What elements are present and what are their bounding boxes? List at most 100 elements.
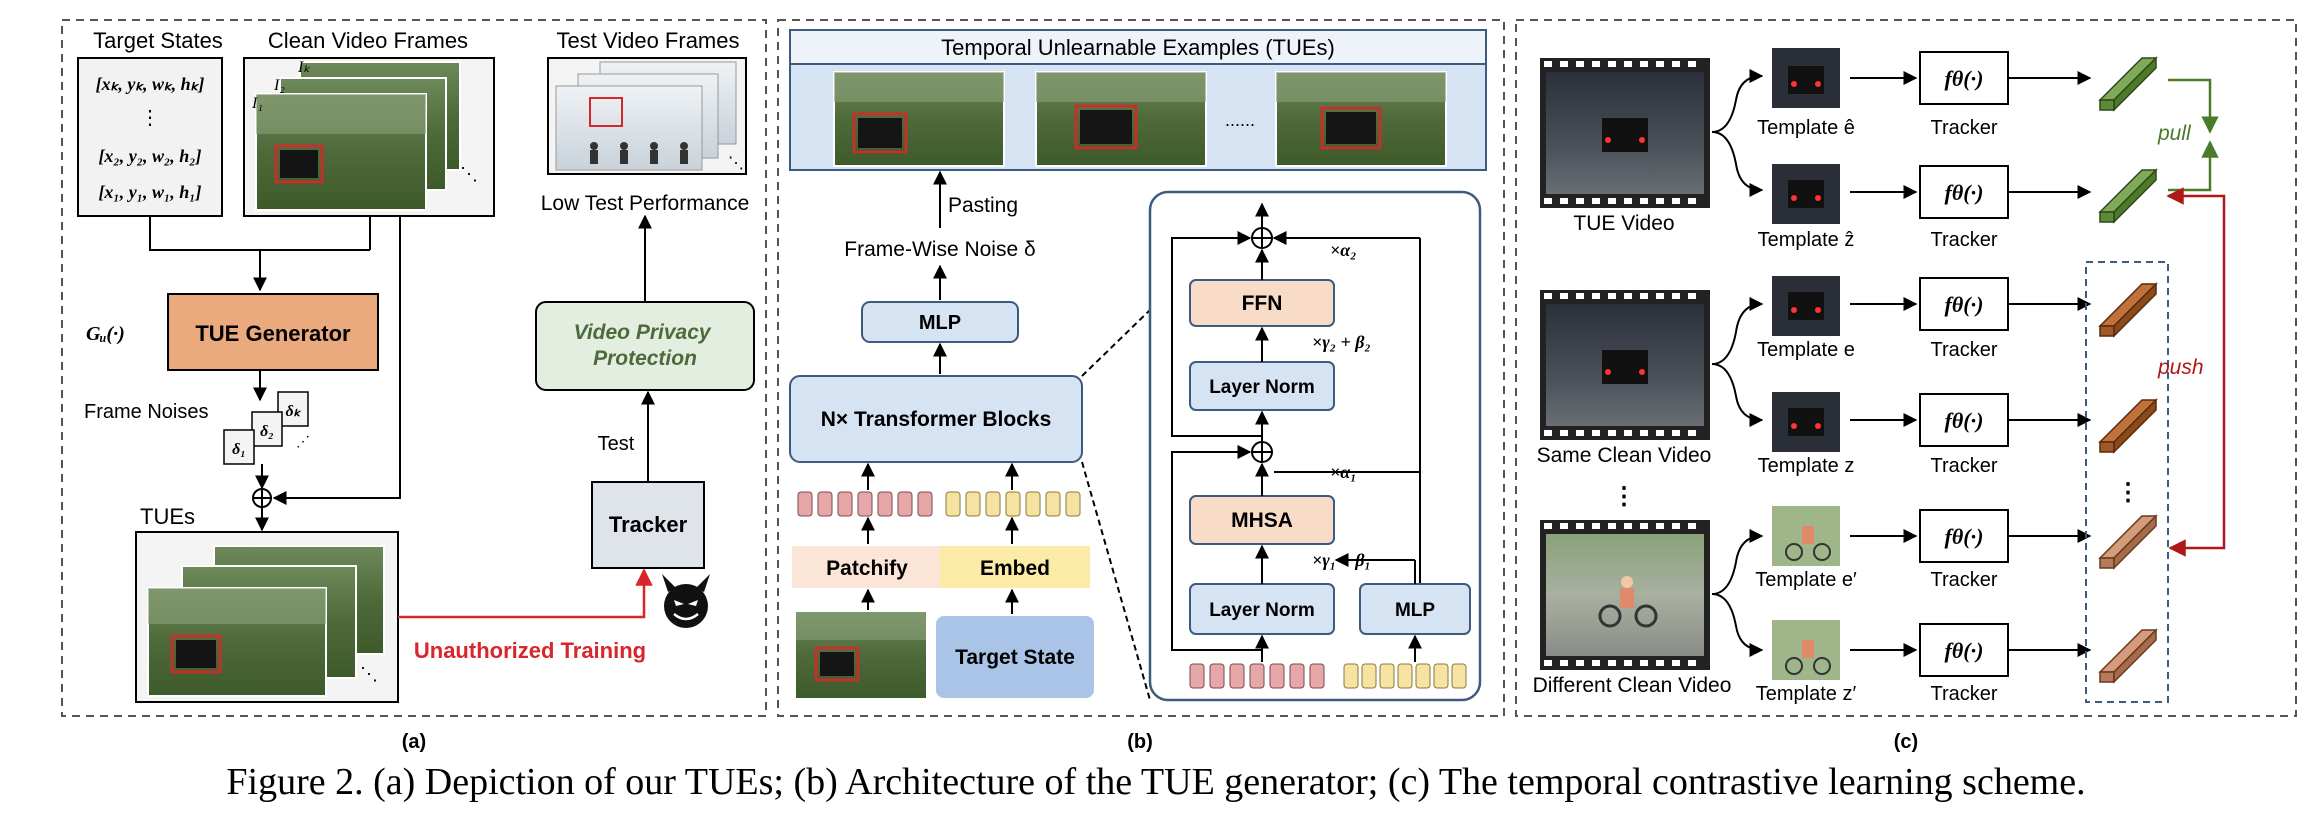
- detail-token-row-pink: [1189, 663, 1325, 689]
- token-row-pink: [797, 491, 933, 517]
- tracker-label-c3: Tracker: [1930, 339, 1997, 361]
- target-state-label: Target State: [955, 646, 1075, 669]
- caption-c: (c): [1894, 731, 1918, 753]
- token-row-yellow: [945, 491, 1081, 517]
- tracker-label-c5: Tracker: [1930, 569, 1997, 591]
- generator-fn-label: Gᵤ(·): [86, 323, 125, 345]
- privacy-label-line1: Video Privacy: [574, 321, 712, 344]
- frames-bypass-line: [272, 216, 401, 505]
- mhsa-label: MHSA: [1231, 509, 1293, 532]
- tracker-label-c2: Tracker: [1930, 229, 1997, 251]
- tracker-fn-1: fθ(·): [1945, 66, 1984, 91]
- tracker-label-a: Tracker: [609, 512, 688, 537]
- zoom-line-bottom: [1081, 461, 1151, 701]
- input-frame-image: [796, 612, 926, 698]
- noise-label-k: δₖ: [285, 403, 301, 420]
- pull-label: pull: [2157, 122, 2192, 145]
- figure-caption: Figure 2. (a) Depiction of our TUEs; (b)…: [226, 761, 2085, 803]
- zoom-line-top: [1081, 309, 1151, 377]
- tues-label: TUEs: [140, 504, 195, 529]
- same-clean-filmstrip: [1540, 290, 1710, 440]
- panel-b-border: [777, 19, 1505, 717]
- test-frames-title: Test Video Frames: [556, 28, 739, 53]
- inner-mlp-label: MLP: [1395, 600, 1435, 621]
- feature-bar-brown-2: [2098, 398, 2158, 454]
- template-thumbnails: [1772, 48, 1840, 680]
- frame-label-1: I₁: [251, 95, 263, 112]
- alpha2-label: ×α₂: [1330, 240, 1357, 260]
- template-label-z-hat: Template ẑ: [1758, 229, 1855, 251]
- noise-label-2: δ₂: [260, 423, 274, 440]
- feature-bar-lightbrown-2: [2098, 628, 2158, 684]
- mlp-label: MLP: [919, 312, 961, 334]
- feature-bar-green-1: [2098, 56, 2158, 112]
- layer-norm-1-label: Layer Norm: [1209, 600, 1315, 621]
- vdots-left: ⋮: [1612, 484, 1636, 510]
- transformer-label: N× Transformer Blocks: [821, 408, 1052, 431]
- devil-icon: [662, 574, 710, 628]
- tues-ellipsis: ......: [1225, 110, 1255, 130]
- tue-video-filmstrip: [1540, 58, 1710, 208]
- tracker-fn-2: fθ(·): [1945, 180, 1984, 205]
- gamma2-label: ×γ₂ + β₂: [1312, 332, 1371, 352]
- target-state-box: [936, 616, 1094, 698]
- privacy-label-line2: Protection: [593, 347, 697, 370]
- noise-stack: [223, 391, 309, 465]
- noise-delta-label: Frame-Wise Noise δ: [844, 238, 1035, 261]
- tracker-label-c6: Tracker: [1930, 683, 1997, 705]
- template-label-e-prime: Template e′: [1755, 569, 1857, 591]
- panel-a-border: [61, 19, 767, 717]
- pull-arrow-bottom: [2168, 140, 2219, 192]
- state-row-k: [xₖ, yₖ, wₖ, hₖ]: [96, 74, 205, 94]
- tracker-label-c1: Tracker: [1930, 117, 1997, 139]
- tracker-fn-5: fθ(·): [1945, 524, 1984, 549]
- different-clean-label: Different Clean Video: [1533, 674, 1732, 697]
- patchify-box: [792, 546, 942, 588]
- tracker-box-a: [591, 481, 705, 569]
- tracker-fn-4: fθ(·): [1945, 408, 1984, 433]
- unauthorized-label: Unauthorized Training: [414, 638, 646, 663]
- pull-arrow-top: [2168, 78, 2219, 134]
- connector-states: [149, 216, 370, 251]
- feature-bar-lightbrown-1: [2098, 514, 2158, 570]
- test-frames-dots: ⋱: [728, 155, 744, 172]
- caption-a: (a): [402, 731, 426, 753]
- detail-token-row-yellow: [1343, 663, 1467, 689]
- test-label: Test: [598, 433, 635, 455]
- push-label: push: [2157, 356, 2204, 379]
- frame-noises-label: Frame Noises: [84, 401, 208, 423]
- tues-frame-stack: [147, 545, 385, 697]
- clean-frame-stack: [255, 61, 461, 211]
- tracker-label-c4: Tracker: [1930, 455, 1997, 477]
- layer-norm-2-label: Layer Norm: [1209, 377, 1315, 398]
- privacy-box: [535, 301, 755, 391]
- panel-c-border: [1515, 19, 2297, 717]
- different-clean-filmstrip: [1540, 520, 1710, 670]
- push-arrow-bottom: [2168, 340, 2226, 557]
- target-states-title: Target States: [93, 28, 223, 53]
- generator-box: [167, 293, 379, 371]
- ffn-label: FFN: [1242, 292, 1283, 315]
- clean-frames-title: Clean Video Frames: [268, 28, 468, 53]
- tracker-boxes: [1919, 51, 2009, 677]
- state-row-dots: ⋮: [140, 107, 160, 129]
- tracker-fn-3: fθ(·): [1945, 292, 1984, 317]
- tues-title: Temporal Unlearnable Examples (TUEs): [941, 35, 1335, 60]
- vdots-right: ⋮: [2116, 480, 2140, 506]
- noise-dots: ⋰: [296, 433, 310, 449]
- state-row-1: [x₁, y₁, w₁, h₁]: [98, 182, 201, 202]
- noise-label-1: δ₁: [232, 441, 246, 458]
- feature-bar-green-2: [2098, 168, 2158, 224]
- negatives-box: [2085, 261, 2169, 703]
- unauthorized-arrow: [398, 568, 653, 619]
- tues-dots: ⋱: [360, 664, 378, 684]
- low-perf-label: Low Test Performance: [541, 192, 750, 215]
- embed-label: Embed: [980, 557, 1050, 580]
- pasting-label: Pasting: [948, 194, 1018, 217]
- template-label-e: Template e: [1757, 339, 1855, 361]
- tue-video-label: TUE Video: [1573, 212, 1674, 235]
- tracker-fn-6: fθ(·): [1945, 638, 1984, 663]
- push-arrow-top: [2166, 187, 2226, 340]
- same-clean-label: Same Clean Video: [1537, 444, 1712, 467]
